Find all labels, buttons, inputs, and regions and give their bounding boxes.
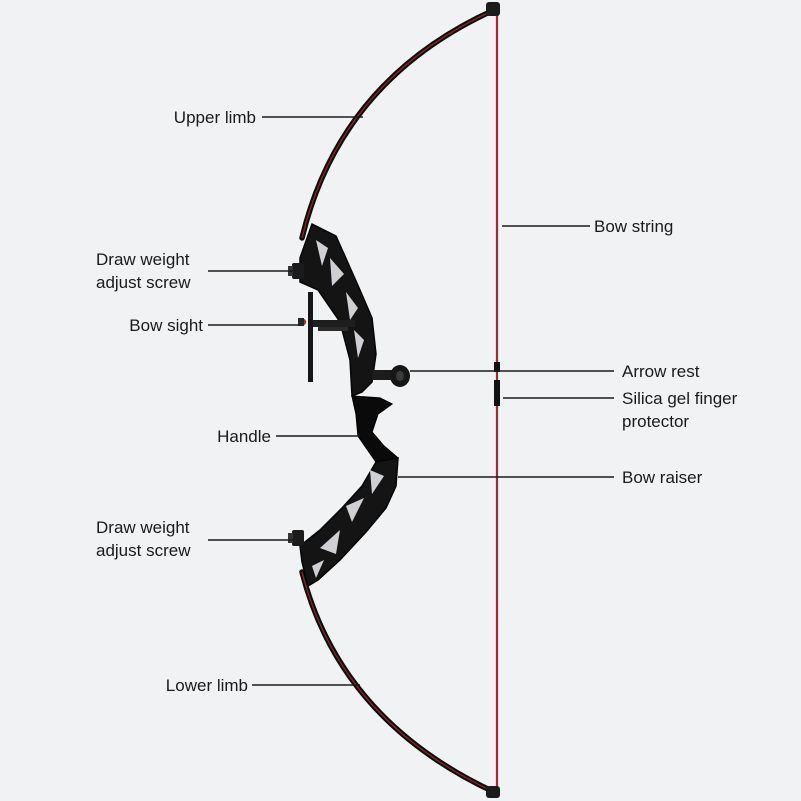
label-bow-sight: Bow sight xyxy=(129,316,203,335)
label-arrow-rest: Arrow rest xyxy=(622,362,700,381)
bow-riser xyxy=(299,222,399,588)
upper-limb-tip xyxy=(486,2,500,16)
draw-weight-screw-bottom xyxy=(288,530,304,546)
label-draw-weight-bottom: Draw weight adjust screw xyxy=(96,516,190,562)
label-lower-limb: Lower limb xyxy=(165,676,248,695)
label-draw-weight-bottom-line1: Draw weight xyxy=(96,518,190,537)
label-draw-weight-top-line1: Draw weight xyxy=(96,250,190,269)
bow-sight xyxy=(298,292,355,382)
label-finger-protector: Silica gel finger protector xyxy=(622,387,737,433)
label-bow-raiser: Bow raiser xyxy=(622,468,703,487)
label-draw-weight-top: Draw weight adjust screw xyxy=(96,248,190,294)
lower-limb xyxy=(299,569,500,798)
label-draw-weight-bottom-line2: adjust screw xyxy=(96,541,191,560)
label-draw-weight-top-line2: adjust screw xyxy=(96,273,191,292)
leader-lines xyxy=(208,116,614,686)
label-finger-protector-line2: protector xyxy=(622,412,690,431)
label-finger-protector-line1: Silica gel finger xyxy=(622,389,738,408)
bow-string xyxy=(494,8,500,795)
lower-limb-tip xyxy=(486,786,500,798)
label-handle: Handle xyxy=(217,427,271,446)
label-bow-string: Bow string xyxy=(594,217,674,236)
upper-limb xyxy=(299,2,500,241)
arrow-rest xyxy=(372,365,410,387)
label-upper-limb: Upper limb xyxy=(173,108,256,127)
